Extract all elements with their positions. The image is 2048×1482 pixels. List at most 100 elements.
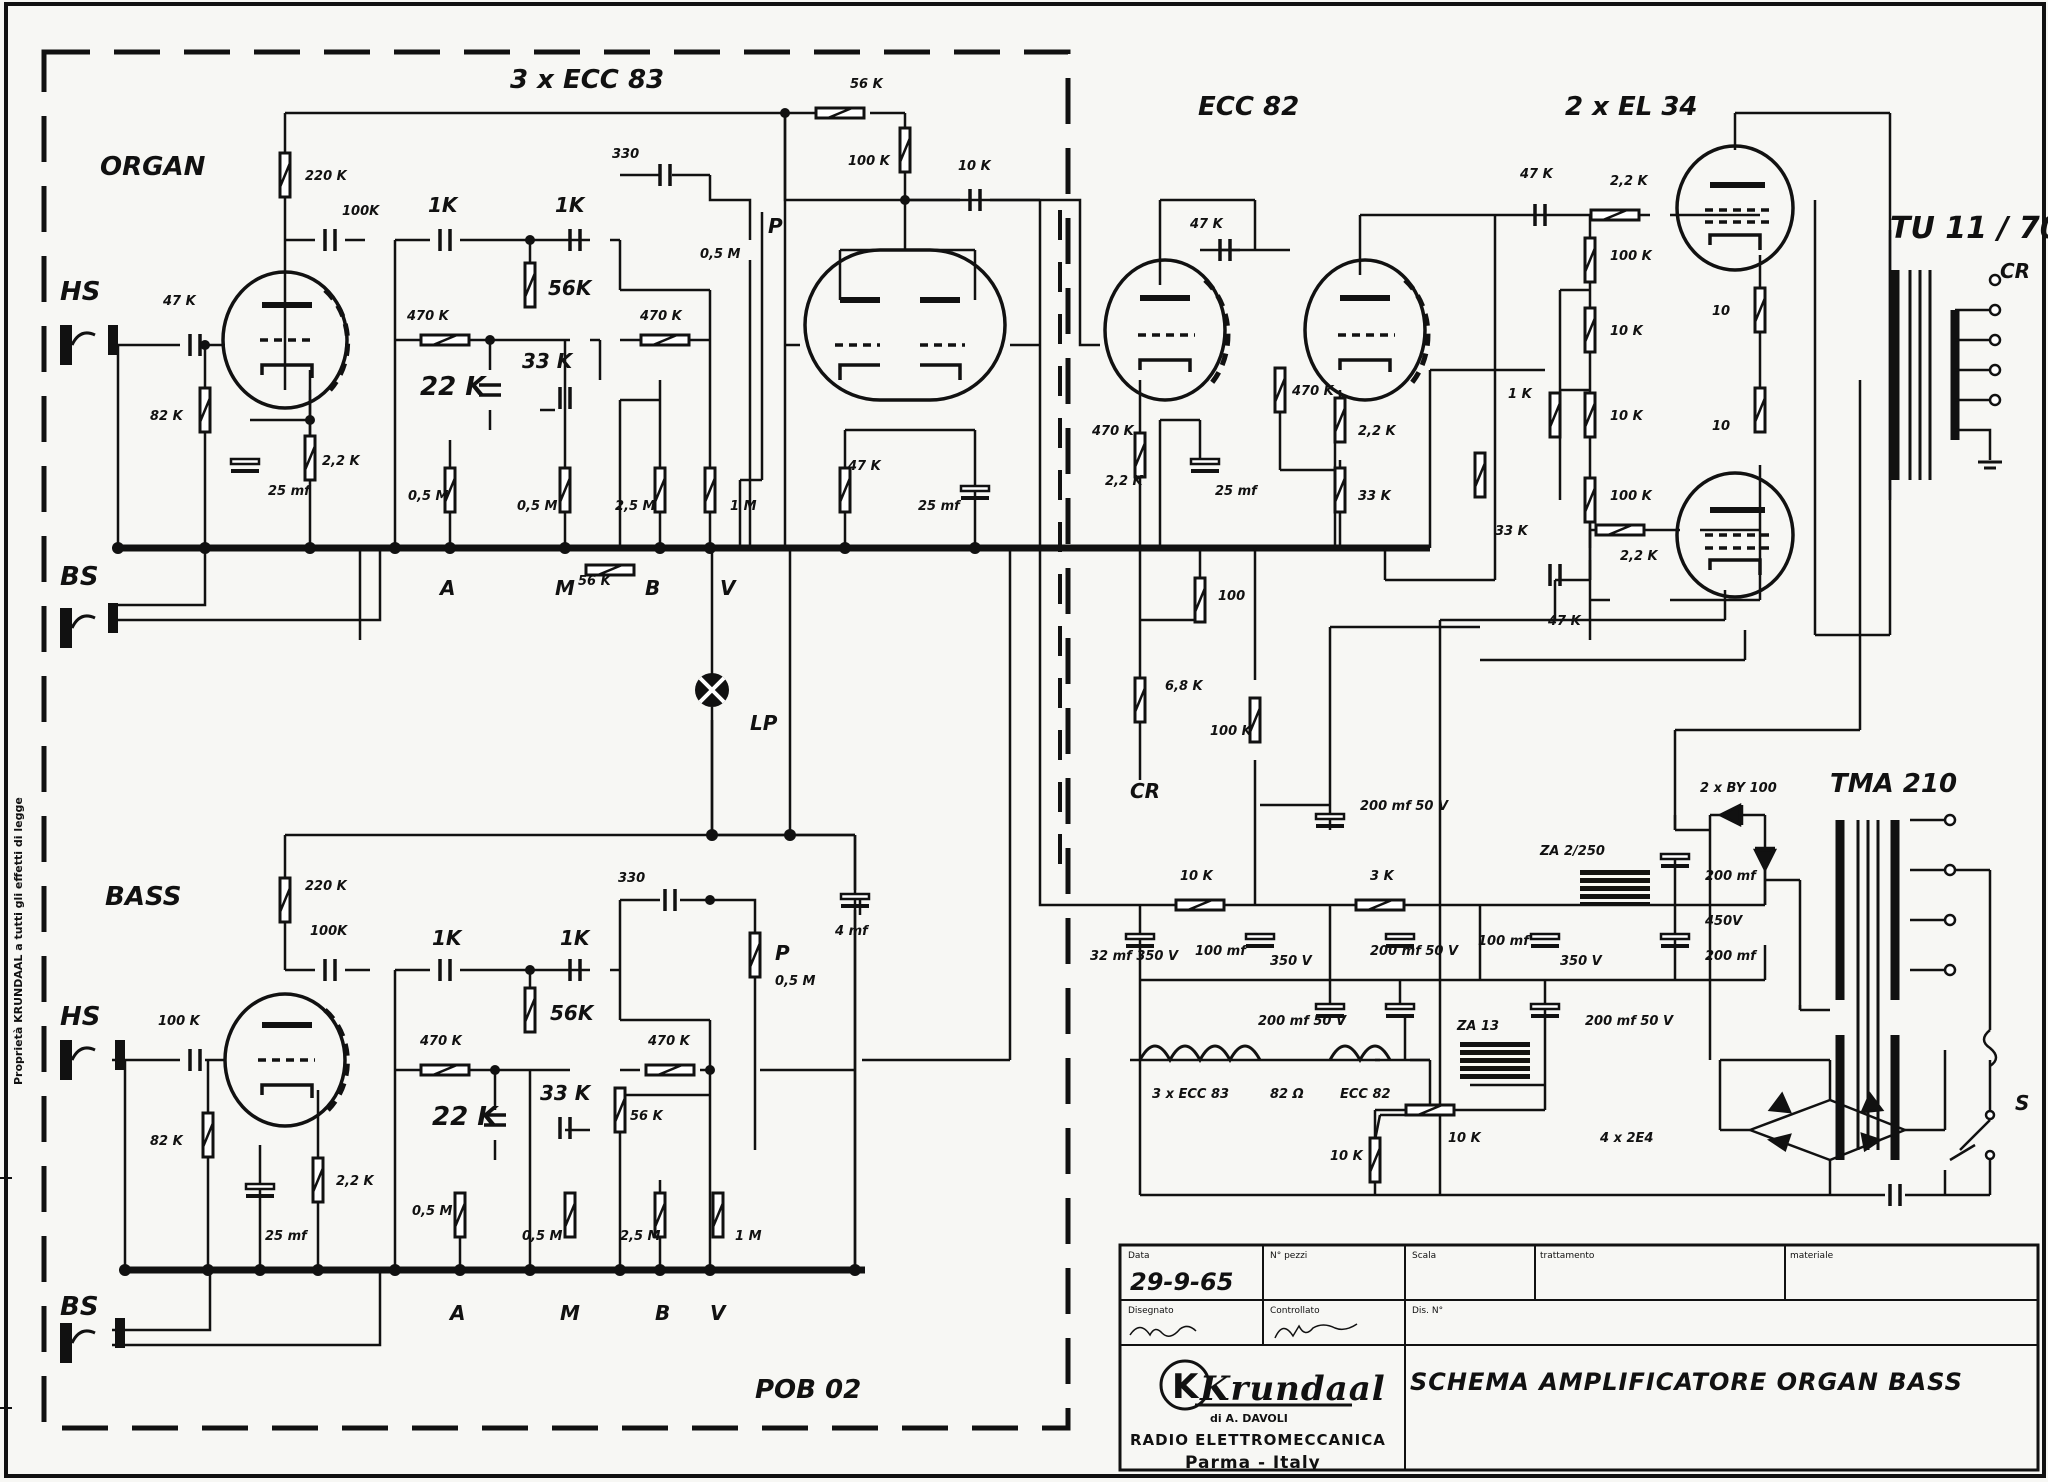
label-organ-b: B xyxy=(645,576,660,600)
label-bass-c-22k: 22 K xyxy=(432,1102,499,1132)
label-pot-2-5m: 2,5 M xyxy=(615,499,656,514)
power-transformer xyxy=(1835,813,1998,1162)
driver-tube-2 xyxy=(1303,258,1431,402)
label-bass-r-470k-a: 470 K xyxy=(419,1034,463,1049)
label-bass: BASS xyxy=(105,882,181,912)
label-c-33k: 33 K xyxy=(522,349,574,373)
label-r-47k-b: 47 K xyxy=(847,459,882,474)
module-border-dashed xyxy=(41,49,1071,1431)
label-bass-bs: BS xyxy=(60,1292,99,1322)
label-bass-pot-1m: 1 M xyxy=(735,1229,762,1244)
label-c-200mf-50v-b: 200 mf 50 V xyxy=(1370,944,1459,959)
label-r-33k-b: 33 K xyxy=(1495,524,1529,539)
junction-dots xyxy=(112,108,981,1276)
label-r-33k-pi: 33 K xyxy=(1358,489,1392,504)
label-choke-1: ZA 2/250 xyxy=(1539,844,1605,859)
label-cr-left: CR xyxy=(1130,779,1160,803)
label-lp: LP xyxy=(750,711,778,735)
output-tube-1 xyxy=(1675,144,1795,272)
label-r-2-2k-out-a: 2,2 K xyxy=(1610,174,1649,189)
label-bridge: 4 x 2E4 xyxy=(1599,1131,1653,1146)
tb-drawn-signature xyxy=(1129,1325,1197,1337)
label-c-25mf-driver: 25 mf xyxy=(1215,484,1259,499)
label-v-450: 450V xyxy=(1704,914,1743,929)
label-pot-1m: 1 M xyxy=(730,499,757,514)
tb-checked-signature xyxy=(1274,1323,1358,1339)
label-bass-r-220k: 220 K xyxy=(305,879,348,894)
label-organ-m: M xyxy=(555,576,575,600)
label-organ-hs: HS xyxy=(60,277,101,307)
label-organ-a: A xyxy=(438,576,455,600)
label-bass-r-56k-b: 56 K xyxy=(630,1109,664,1124)
organ-channel-wiring xyxy=(112,111,1430,1270)
label-choke-2: ZA 13 xyxy=(1456,1019,1499,1034)
label-heater-ecc83: 3 x ECC 83 xyxy=(1152,1087,1229,1102)
label-c-200mf-c: 200 mf xyxy=(1705,949,1758,964)
label-r-470k-driver: 470 K xyxy=(1091,424,1135,439)
label-organ-v: V xyxy=(720,576,737,600)
label-r-470k-pi: 470 K xyxy=(1291,384,1335,399)
label-pot-0-5m-a: 0,5 M xyxy=(408,489,449,504)
label-r-100k-out-b: 100 K xyxy=(1610,489,1653,504)
label-pot-0-5m-m: 0,5 M xyxy=(517,499,558,514)
heater-chain xyxy=(1138,1044,1392,1064)
label-r-6-8k: 6,8 K xyxy=(1165,679,1204,694)
label-pot-10k: 10 K xyxy=(1448,1131,1482,1146)
label-c-25mf-b: 25 mf xyxy=(918,499,962,514)
label-c-200mf-b: 200 mf xyxy=(1705,869,1758,884)
organ-tube-1 xyxy=(221,270,351,410)
label-r-56k-small: 56 K xyxy=(578,574,612,589)
label-r-47k-out-b: 47 K xyxy=(1547,614,1582,629)
label-c-100mf-a: 100 mf xyxy=(1195,944,1248,959)
bass-input-jacks xyxy=(60,1040,125,1363)
tb-scale-label: Scala xyxy=(1412,1251,1436,1261)
tb-date-value: 29-9-65 xyxy=(1130,1268,1233,1296)
label-output-transformer: TU 11 / 70 xyxy=(1890,211,2048,246)
output-transformer xyxy=(1890,270,2002,480)
label-r-220k: 220 K xyxy=(305,169,348,184)
organ-input-jacks xyxy=(60,325,118,648)
label-bass-c-330: 330 xyxy=(618,871,645,886)
label-bass-pot-0-5m-a: 0,5 M xyxy=(412,1204,453,1219)
tb-drawn-label: Disegnato xyxy=(1128,1306,1174,1316)
label-r-3k: 3 K xyxy=(1370,869,1395,884)
label-r-2-2k-driver: 2,2 K xyxy=(1105,474,1144,489)
choke-za-13 xyxy=(1460,1042,1530,1079)
choke-za-2-250 xyxy=(1580,870,1650,906)
label-r-10k-ps: 10 K xyxy=(1180,869,1214,884)
label-power-transformer: TMA 210 xyxy=(1830,769,1957,799)
label-bass-c-1k-b: 1K xyxy=(560,926,591,950)
label-r-10-b: 10 xyxy=(1712,419,1730,434)
label-pot-1k: 1 K xyxy=(1508,387,1533,402)
organ-tube-2 xyxy=(803,248,1007,402)
power-wiring xyxy=(1038,548,1992,1197)
label-r-100k-out-a: 100 K xyxy=(1610,249,1653,264)
tb-checked-label: Controllato xyxy=(1270,1306,1320,1316)
label-bass-m: M xyxy=(560,1301,580,1325)
label-r-100: 100 xyxy=(1218,589,1245,604)
label-organ-bs: BS xyxy=(60,562,99,592)
label-r-2-2k: 2,2 K xyxy=(322,454,361,469)
label-rectifier: 2 x BY 100 xyxy=(1700,781,1777,796)
label-bass-pot-0-5m-m: 0,5 M xyxy=(522,1229,563,1244)
label-c-200mf-50v-d: 200 mf 50 V xyxy=(1585,1014,1674,1029)
label-r-2-2k-pi: 2,2 K xyxy=(1358,424,1397,439)
label-v-350-a: 350 V xyxy=(1270,954,1313,969)
tb-date-label: Data xyxy=(1128,1251,1150,1261)
label-r-470k-b: 470 K xyxy=(639,309,683,324)
label-r-56k: 56K xyxy=(548,276,593,300)
label-heater-ecc82: ECC 82 xyxy=(1340,1087,1391,1102)
label-bass-r-2-2k: 2,2 K xyxy=(336,1174,375,1189)
label-r-10k-heater: 10 K xyxy=(1330,1149,1364,1164)
label-c-100k: 100K xyxy=(342,204,380,219)
company-wordmark: Krundaal xyxy=(1199,1369,1386,1409)
label-c-1k-a: 1K xyxy=(428,193,459,217)
tb-pieces-label: N° pezzi xyxy=(1270,1251,1307,1261)
tb-company-city: Parma - Italy xyxy=(1185,1453,1321,1473)
pilot-lamp xyxy=(695,673,729,707)
bass-channel-wiring xyxy=(112,833,865,1347)
label-organ: ORGAN xyxy=(100,152,206,182)
